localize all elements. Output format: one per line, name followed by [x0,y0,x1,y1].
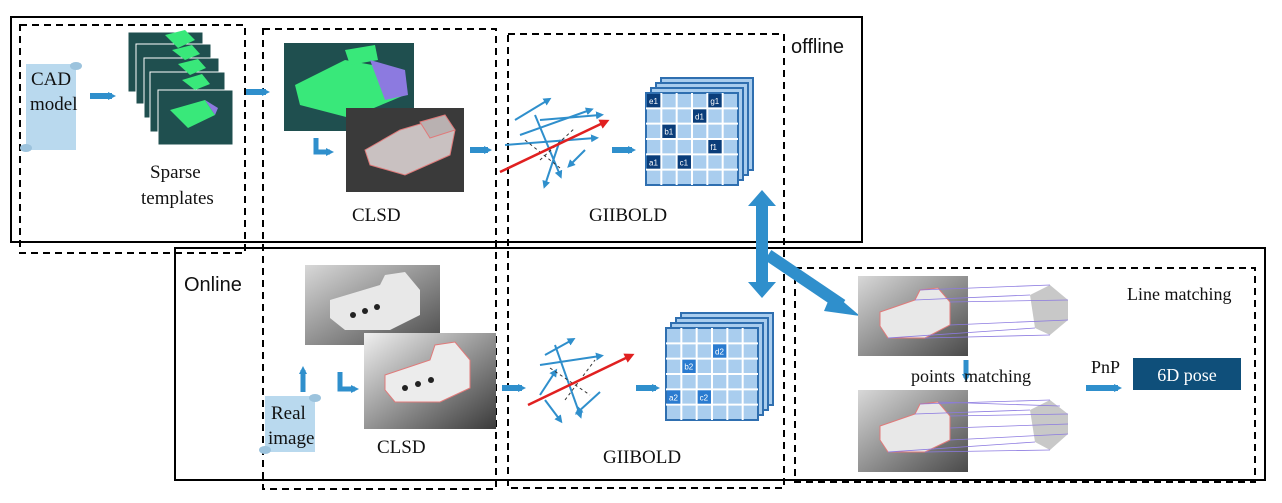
sparse-templates-label-2: templates [141,188,214,209]
grid-cell-label: b1 [664,128,673,137]
offline-frame [10,16,863,243]
grid-cell-highlight [708,140,722,154]
giibold-column-box [507,33,785,489]
grid-cell-highlight [647,94,661,108]
offline-clsd-image [346,108,464,192]
points-matching-label: points matching [911,366,1031,386]
online-label: Online [184,274,242,296]
pose-box [1133,358,1241,390]
grid-cell-highlight [662,124,676,138]
grid-cell-highlight [667,390,681,404]
clsd-column-box [262,28,497,490]
grid-cell-highlight [647,155,661,169]
cad-model-label-1: CAD [31,69,71,90]
online-line-segments [527,338,635,424]
grid-cell-label: d1 [695,112,704,121]
grid-cell-label: f1 [710,143,717,152]
real-image-label-1: Real [271,403,306,424]
grid-cell-label: d2 [715,347,724,356]
grid-cell-label: g1 [710,97,719,106]
giibold-grid-offline: e1 g1 d1 b1 f1 a1 c1 [645,77,754,186]
grid-cell-label: a1 [649,158,658,167]
grid-cell-highlight [677,155,691,169]
grid-cell-label: a2 [669,393,678,402]
matching-group-box [794,267,1256,483]
cad-model-label-2: model [30,94,78,115]
online-frame [174,247,1266,481]
clsd-offline-label: CLSD [352,205,401,226]
clsd-online-label: CLSD [377,437,426,458]
grid-cell-label: b2 [684,363,693,372]
online-clsd-photo [364,333,496,429]
real-image-label-2: image [268,428,314,449]
real-image-scroll [259,394,321,454]
pnp-label: PnP [1091,357,1120,377]
grid-cell-highlight [713,344,727,358]
points-matching-image-bottom [858,390,1078,472]
grid-cell-label: c1 [680,158,689,167]
giibold-online-label: GIIBOLD [603,447,681,468]
giibold-offline-label: GIIBOLD [589,205,667,226]
offline-line-segments [499,97,610,189]
arrow-to-line-matching [764,250,860,316]
grid-cell-highlight [697,390,711,404]
sparse-templates-label-1: Sparse [150,162,201,183]
arrow-render-to-clsd [313,138,334,156]
giibold-grid-online: d2 b2 a2 c2 [665,312,774,421]
cad-group-box [19,24,246,254]
cad-model-scroll [20,62,82,152]
offline-label: offline [791,36,844,58]
arrow-photo-to-clsd-online [337,372,359,393]
grid-cell-highlight [708,94,722,108]
double-arrow-vertical [748,190,776,298]
line-matching-image-top [858,276,1078,356]
online-real-photo [305,265,440,345]
sparse-templates-stack [127,30,234,146]
grid-cell-label: c2 [700,393,709,402]
pose-label: 6D pose [1157,365,1217,385]
grid-cell-highlight [693,109,707,123]
line-matching-label: Line matching [1127,284,1231,304]
grid-cell-highlight [682,359,696,373]
grid-cell-label: e1 [649,97,658,106]
